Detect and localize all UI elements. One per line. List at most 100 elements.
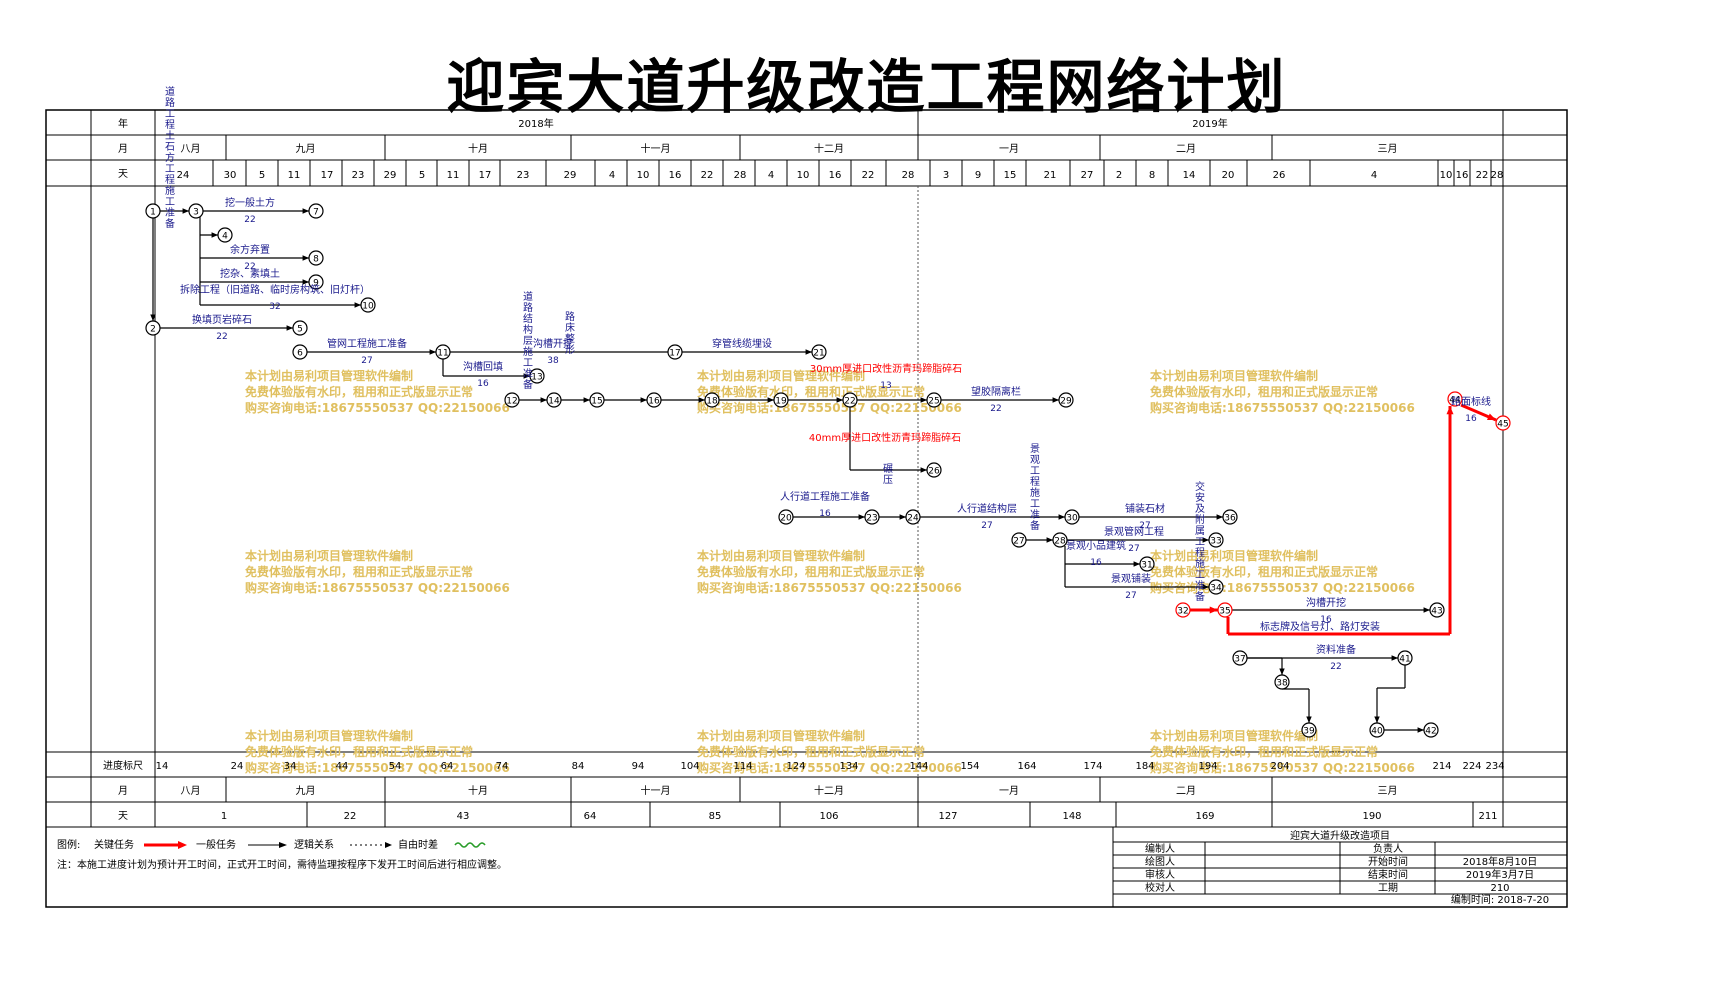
arrow-head <box>920 397 927 403</box>
arrow-head <box>1209 606 1218 614</box>
arrow-head <box>698 397 705 403</box>
node-label: 11 <box>437 349 448 359</box>
legend-float-label: 自由时差 <box>398 838 438 851</box>
node-circle <box>667 344 683 360</box>
vertical-char: 程 <box>165 174 175 186</box>
task-duration: 22 <box>990 404 1001 414</box>
node-label: 3 <box>193 208 199 218</box>
vertical-char: 路 <box>523 301 533 314</box>
vertical-char: 准 <box>1195 580 1205 592</box>
node-circle <box>504 392 520 408</box>
vertical-char: 观 <box>1030 454 1040 466</box>
node-label: 20 <box>780 514 792 524</box>
info-cell-label: 审核人 <box>1145 868 1175 881</box>
day-label: 10 <box>1440 170 1453 181</box>
ruler-tick: 74 <box>496 761 509 772</box>
node-circle <box>1301 722 1317 738</box>
node-label: 6 <box>297 349 303 359</box>
month-label: 十二月 <box>814 784 844 797</box>
arrow-head <box>302 255 309 261</box>
day-label: 28 <box>1491 170 1504 181</box>
day-label: 64 <box>584 811 597 822</box>
month-label: 三月 <box>1378 143 1398 155</box>
arrow-head <box>1417 727 1424 733</box>
task-label: 40mm厚进口改性沥青玛蹄脂碎石 <box>809 431 961 444</box>
node-circle <box>145 320 161 336</box>
node-label: 9 <box>313 279 319 289</box>
info-cell-value: 210 <box>1490 883 1509 894</box>
node-circle <box>308 203 324 219</box>
node-label: 5 <box>297 325 303 335</box>
month-label: 十一月 <box>641 784 671 797</box>
node-label: 22 <box>844 397 855 407</box>
watermark-text: 本计划由易利项目管理软件编制 <box>245 728 413 743</box>
day-label: 17 <box>321 170 334 181</box>
day-label: 15 <box>1004 170 1017 181</box>
arrow-head <box>767 397 774 403</box>
node-label: 18 <box>706 397 718 407</box>
day-label: 29 <box>384 170 397 181</box>
task-label: 景观铺装 <box>1111 572 1151 585</box>
task-duration: 27 <box>1125 591 1136 601</box>
arrow-head <box>286 325 293 331</box>
node-circle <box>1369 722 1385 738</box>
month-label: 十一月 <box>641 142 671 155</box>
node-label: 19 <box>775 397 787 407</box>
arrow-head <box>523 373 530 379</box>
vertical-char: 备 <box>1195 590 1205 603</box>
arrow-head <box>150 314 156 321</box>
info-project: 迎宾大道升级改造项目 <box>1290 829 1390 842</box>
arrow-head <box>1046 537 1053 543</box>
node-label: 27 <box>1013 537 1024 547</box>
node-circle <box>589 392 605 408</box>
node-circle <box>1139 556 1155 572</box>
day-label: 127 <box>938 811 957 822</box>
vertical-char: 方 <box>165 151 175 164</box>
year-label: 2019年 <box>1192 117 1227 130</box>
day-label: 21 <box>1044 170 1057 181</box>
day-label: 4 <box>609 170 615 181</box>
arrow-head <box>640 397 647 403</box>
watermark-text: 本计划由易利项目管理软件编制 <box>245 368 413 383</box>
day-label: 10 <box>797 170 810 181</box>
arrow-head <box>385 842 392 848</box>
watermark-layer: 本计划由易利项目管理软件编制免费体验版有水印，租用和正式版显示正常购买咨询电话:… <box>245 368 1415 775</box>
arrow-head <box>279 842 287 848</box>
node-circle <box>1429 602 1445 618</box>
watermark-text: 免费体验版有水印，租用和正式版显示正常 <box>1150 384 1378 399</box>
task-duration: 16 <box>1320 615 1332 625</box>
legend-critical-label: 关键任务 <box>94 838 134 851</box>
month-label: 一月 <box>999 143 1019 155</box>
task-duration: 27 <box>981 521 992 531</box>
day-label: 17 <box>479 170 492 181</box>
vertical-char: 工 <box>1195 570 1205 581</box>
day-label: 169 <box>1195 811 1214 822</box>
day-label: 27 <box>1081 170 1094 181</box>
node-circle <box>1208 532 1224 548</box>
arrow-head <box>920 467 927 473</box>
node-circle <box>435 344 451 360</box>
arrow-head <box>429 349 436 355</box>
vertical-char: 备 <box>1030 519 1040 532</box>
task-label: 挖一般土方 <box>225 196 275 209</box>
vertical-char: 道 <box>165 85 175 98</box>
vertical-char: 准 <box>523 368 533 380</box>
ruler-tick: 84 <box>572 761 585 772</box>
day-label: 16 <box>829 170 842 181</box>
day-label: 10 <box>637 170 650 181</box>
day-label: 24 <box>177 170 190 181</box>
info-cell-label: 结束时间 <box>1368 868 1408 881</box>
node-label: 40 <box>1371 727 1383 737</box>
task-duration: 22 <box>244 262 255 272</box>
arrow-head <box>1306 716 1312 723</box>
node-circle <box>1495 415 1511 431</box>
day-label: 23 <box>352 170 365 181</box>
node-label: 10 <box>362 302 374 312</box>
task-label: 沟槽回填 <box>463 360 503 373</box>
node-circle <box>308 274 324 290</box>
day-label: 1 <box>221 811 227 822</box>
node-circle <box>188 203 204 219</box>
node-label: 32 <box>1177 607 1188 617</box>
